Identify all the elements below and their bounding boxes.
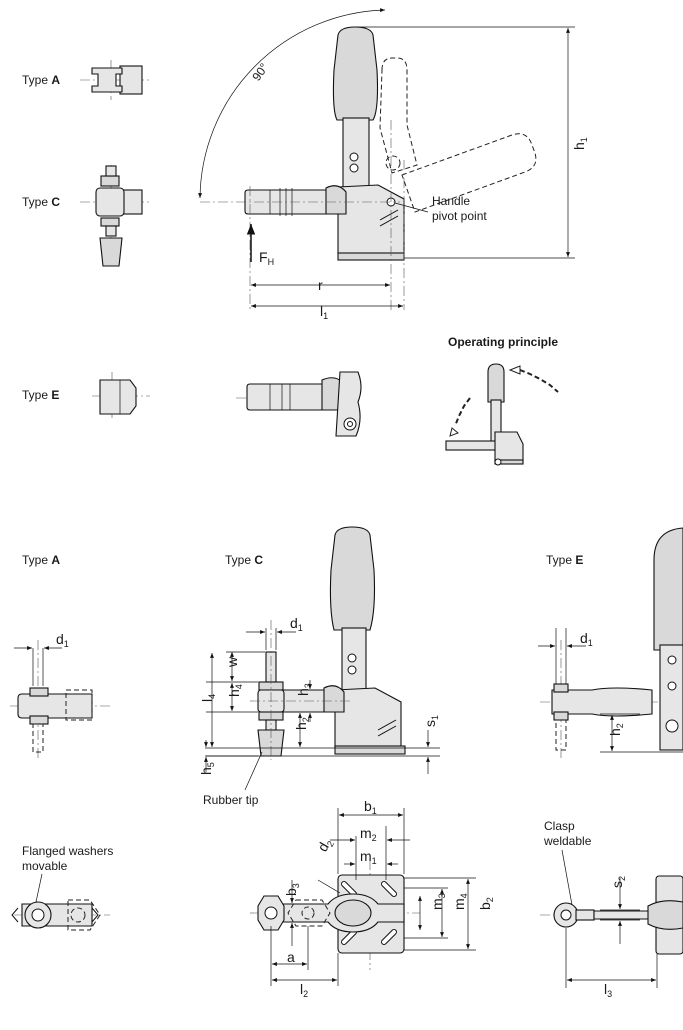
dim-d1-type-a: d1 bbox=[56, 631, 69, 649]
type-a-top-view bbox=[11, 873, 110, 931]
dim-m1: m1 bbox=[360, 848, 377, 866]
dim-m2: m2 bbox=[360, 825, 377, 843]
angle-90-label: 90° bbox=[249, 60, 271, 83]
dim-s1: s1 bbox=[422, 715, 440, 727]
rubber-tip-label: Rubber tip bbox=[203, 793, 259, 807]
type-e-mid-side-view bbox=[236, 371, 362, 437]
type-a-bottom-label: Type A bbox=[22, 553, 60, 567]
dim-l4: l4 bbox=[199, 694, 217, 702]
dim-m4: m4 bbox=[451, 893, 469, 910]
type-a-tip-small bbox=[80, 60, 150, 100]
type-c-top-label: Type C bbox=[22, 195, 60, 209]
type-e-side-view bbox=[538, 527, 683, 760]
type-c-bottom-label: Type C bbox=[225, 553, 263, 567]
type-a-top-label: Type A bbox=[22, 73, 60, 87]
dim-b2: b2 bbox=[477, 897, 495, 910]
dim-h2-type-e: h2 bbox=[607, 723, 625, 736]
dim-h4: h4 bbox=[226, 684, 244, 697]
dim-fh: FH bbox=[259, 249, 274, 267]
type-c-side-view bbox=[204, 526, 440, 791]
operating-principle-diagram bbox=[445, 363, 559, 466]
type-c-top-view bbox=[250, 808, 476, 986]
dim-r: r bbox=[318, 277, 323, 293]
dim-s2: s2 bbox=[609, 876, 627, 888]
dim-b1: b1 bbox=[364, 798, 377, 816]
dim-w: w bbox=[224, 656, 240, 668]
dim-b3: b3 bbox=[283, 883, 301, 896]
dim-d1-type-c: d1 bbox=[290, 615, 303, 633]
dim-a: a bbox=[287, 949, 295, 965]
dim-d2: d2 bbox=[314, 835, 336, 855]
type-e-top-label: Type E bbox=[22, 388, 59, 402]
type-e-bottom-label: Type E bbox=[546, 553, 583, 567]
operating-principle-title: Operating principle bbox=[448, 335, 558, 349]
dim-h5: h5 bbox=[198, 762, 216, 775]
type-e-top-view bbox=[540, 849, 683, 988]
dim-l3: l3 bbox=[604, 981, 612, 999]
dim-l1: l1 bbox=[320, 303, 328, 321]
type-c-tip-small bbox=[80, 165, 150, 267]
dim-h2-type-c: h2 bbox=[293, 717, 311, 730]
main-clamp-side-view bbox=[198, 8, 575, 310]
dim-h3: h3 bbox=[295, 683, 313, 696]
dim-m3: m3 bbox=[429, 893, 447, 910]
type-a-side-view bbox=[10, 640, 110, 760]
type-e-tip-small bbox=[92, 372, 150, 420]
dim-l2: l2 bbox=[300, 981, 308, 999]
dim-h1: h1 bbox=[571, 137, 589, 150]
dim-d1-type-e: d1 bbox=[580, 630, 593, 648]
